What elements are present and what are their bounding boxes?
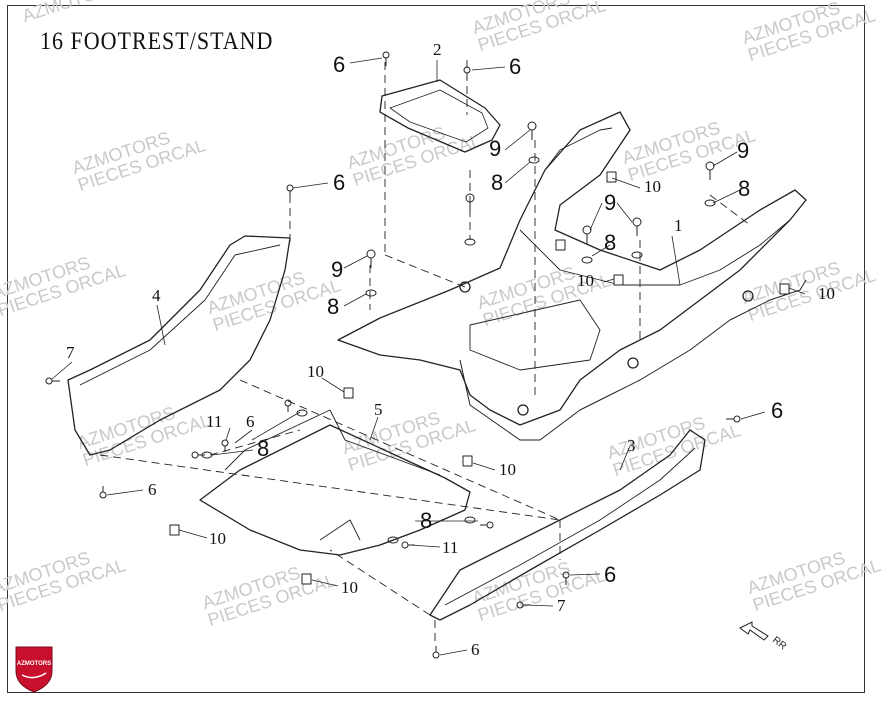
callout-part-10: 10 <box>307 362 324 381</box>
diagram-frame <box>7 5 865 693</box>
direction-arrow-icon <box>739 621 769 641</box>
callout-part-8: 8 <box>327 294 340 319</box>
part-1-floor-panel <box>337 111 807 426</box>
callout-part-1: 1 <box>674 216 683 235</box>
callout-part-10: 10 <box>341 578 358 597</box>
callout-part-5: 5 <box>374 400 383 419</box>
callout-part-9: 9 <box>489 136 502 161</box>
part-5-under-tray <box>199 424 471 556</box>
callout-part-9: 9 <box>604 190 617 215</box>
callout-part-4: 4 <box>152 286 161 305</box>
callout-part-3: 3 <box>627 436 636 455</box>
callout-part-6: 6 <box>509 54 522 79</box>
callout-part-6: 6 <box>148 480 157 499</box>
callout-part-10: 10 <box>499 460 516 479</box>
callout-part-11: 11 <box>442 538 459 557</box>
diagram-title: 16 FOOTREST/STAND <box>40 26 274 55</box>
callout-part-6: 6 <box>333 170 346 195</box>
callout-part-8: 8 <box>604 230 617 255</box>
callout-part-8: 8 <box>491 170 504 195</box>
callout-part-8: 8 <box>420 508 433 533</box>
callout-part-6: 6 <box>604 562 617 587</box>
part-4-left-side-panel <box>67 235 291 456</box>
callout-part-10: 10 <box>577 271 594 290</box>
callout-part-8: 8 <box>257 436 270 461</box>
callout-part-9: 9 <box>331 257 344 282</box>
part-2-cover-panel <box>379 79 501 153</box>
callout-part-10: 10 <box>209 529 226 548</box>
callout-part-9: 9 <box>737 138 750 163</box>
part-3-right-side-panel <box>429 429 706 621</box>
callout-part-7: 7 <box>557 596 566 615</box>
callout-part-6: 6 <box>246 412 255 431</box>
callout-part-10: 10 <box>644 177 661 196</box>
callout-part-6: 6 <box>471 640 480 659</box>
callout-part-2: 2 <box>433 40 442 59</box>
callout-part-8: 8 <box>738 176 751 201</box>
callout-part-11: 11 <box>206 412 223 431</box>
azmotors-logo: AZMOTORS <box>12 645 56 693</box>
callout-part-7: 7 <box>66 343 75 362</box>
callout-part-10: 10 <box>818 284 835 303</box>
callout-part-6: 6 <box>333 52 346 77</box>
callout-part-6: 6 <box>771 398 784 423</box>
